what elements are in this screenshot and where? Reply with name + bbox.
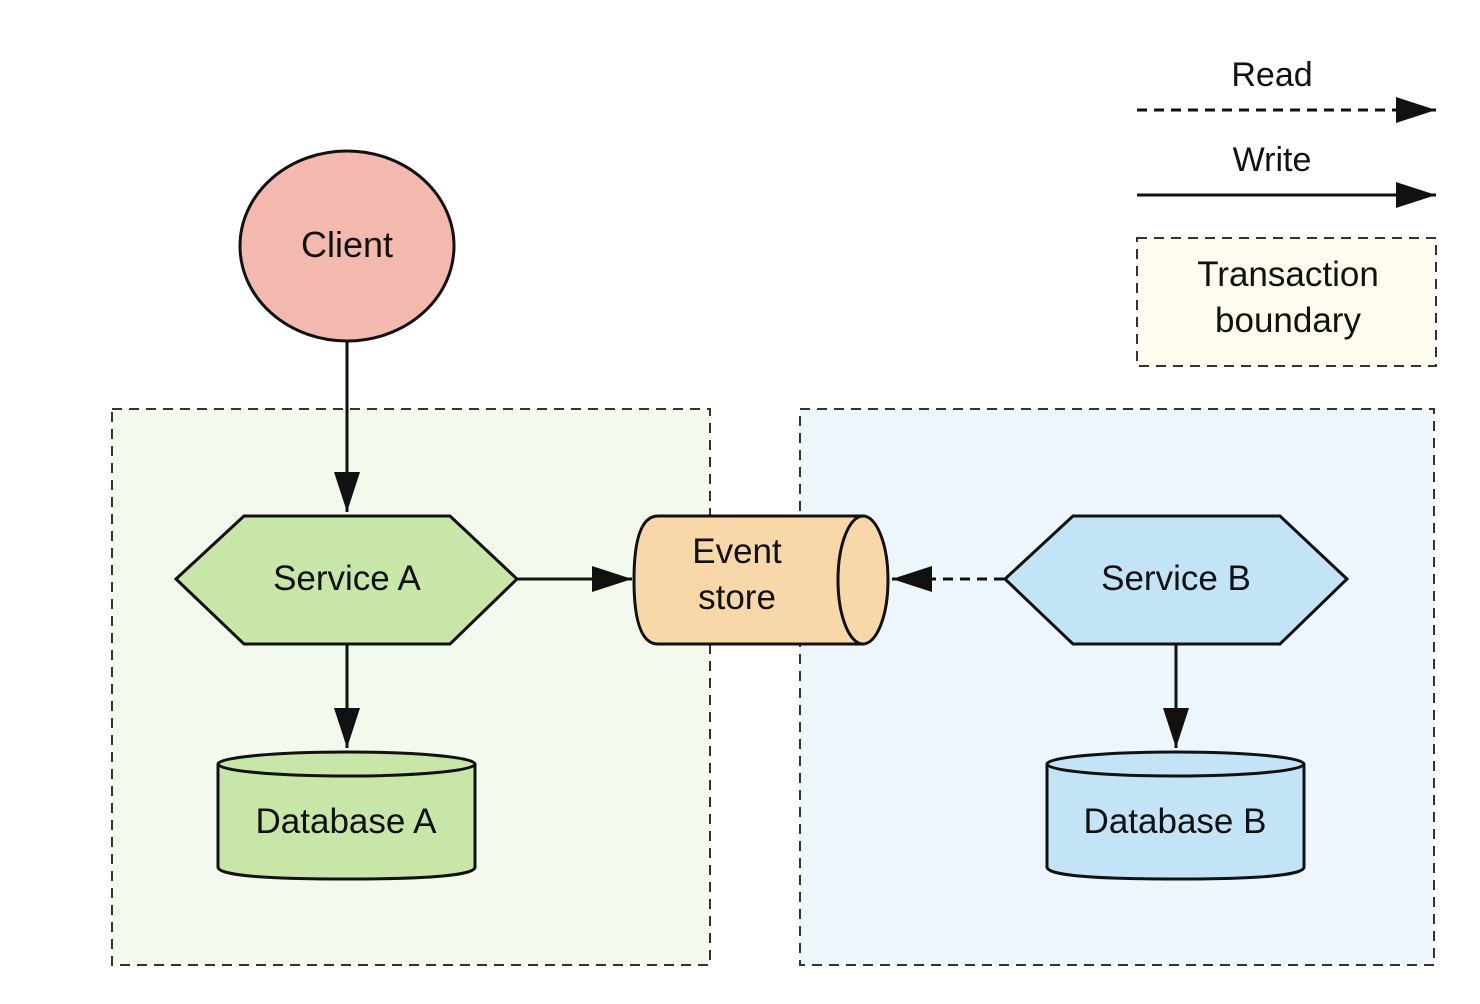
legend-write-label: Write — [1233, 141, 1312, 179]
legend-read-label: Read — [1231, 56, 1312, 94]
event-store-label-line1: Event — [692, 532, 782, 571]
database-a-node: Database A — [216, 750, 477, 881]
database-b-label: Database B — [1084, 802, 1267, 841]
client-label: Client — [301, 224, 393, 265]
legend: Read Write Transaction boundary — [1136, 56, 1437, 367]
legend-boundary-label-line2: boundary — [1215, 301, 1361, 340]
legend-boundary-box — [1136, 237, 1437, 367]
transaction-boundary-a — [111, 408, 711, 966]
event-store-label-line2: store — [698, 578, 776, 617]
database-b-node: Database B — [1045, 750, 1306, 881]
client-node: Client — [238, 149, 456, 343]
database-a-label: Database A — [256, 802, 438, 841]
transaction-boundary-b — [799, 408, 1435, 966]
service-a-node: Service A — [173, 514, 520, 646]
event-store-node: Event store — [632, 514, 890, 646]
service-b-label: Service B — [1101, 559, 1251, 598]
legend-boundary-label-line1: Transaction — [1197, 255, 1379, 294]
service-a-label: Service A — [273, 559, 421, 598]
service-b-node: Service B — [1002, 514, 1350, 646]
